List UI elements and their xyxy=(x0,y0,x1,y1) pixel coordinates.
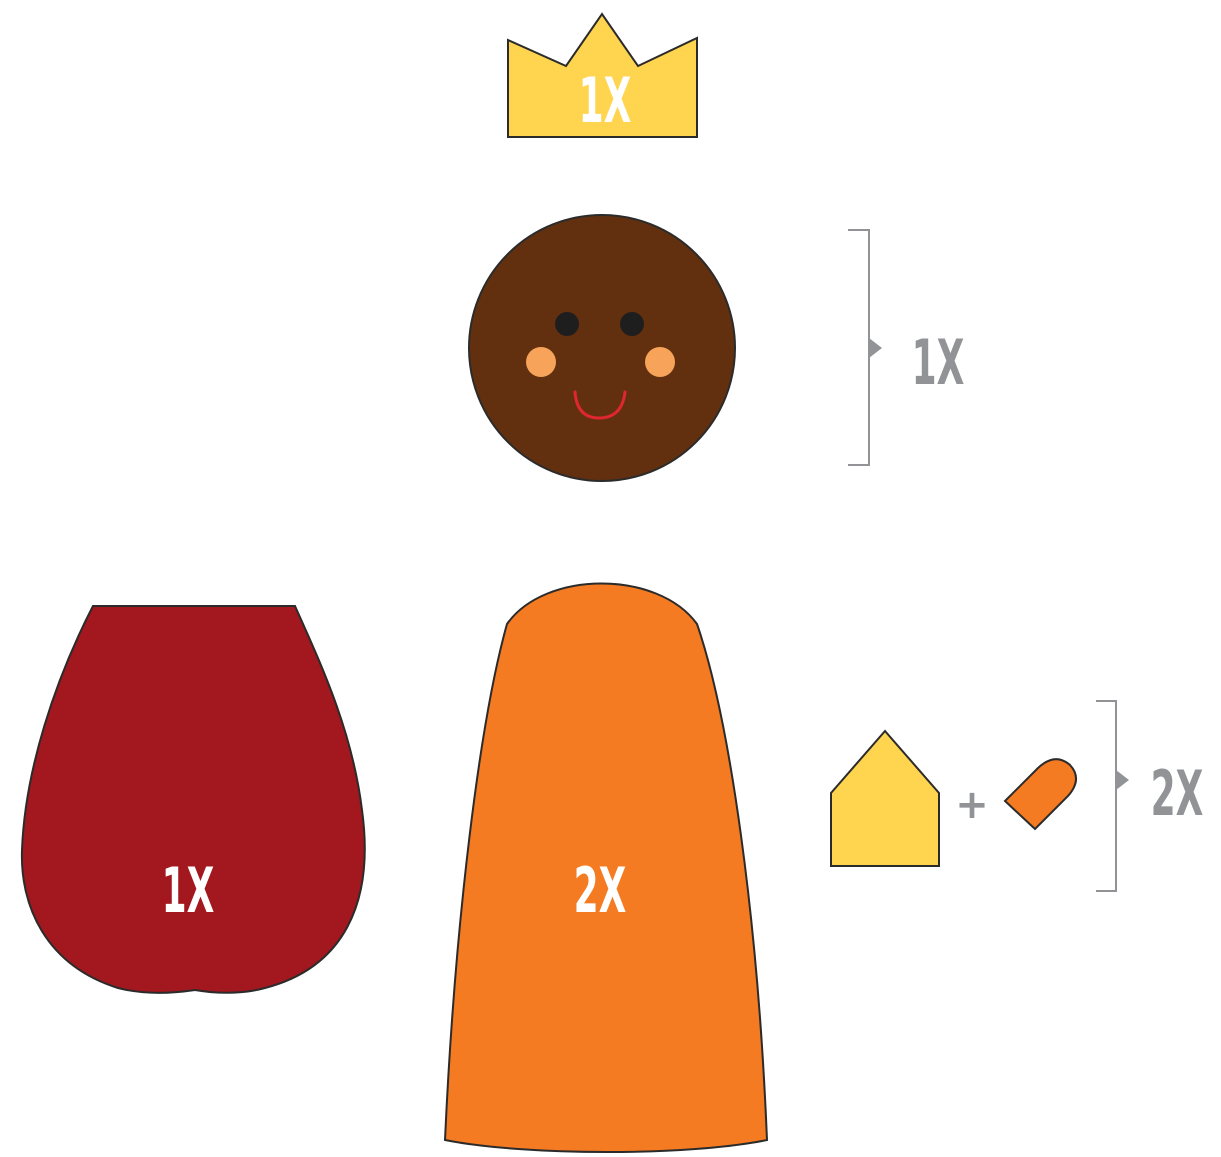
right-cheek xyxy=(645,347,675,377)
body-quantity-label: 2X xyxy=(574,855,627,927)
cape-shape xyxy=(22,606,365,993)
head-shape xyxy=(469,215,735,481)
head-piece xyxy=(469,215,735,481)
sleeve-shape xyxy=(831,731,939,866)
crown-piece: 1X xyxy=(508,14,697,137)
body-piece: 2X xyxy=(445,584,767,1153)
sleeve-and-hand-group: + xyxy=(831,731,1076,866)
crown-quantity-label: 1X xyxy=(579,65,632,137)
cape-piece: 1X xyxy=(22,606,365,993)
right-eye xyxy=(620,312,644,336)
bracket-line xyxy=(848,230,869,465)
plus-sign: + xyxy=(955,782,989,828)
cape-quantity-label: 1X xyxy=(162,855,215,927)
left-cheek xyxy=(526,347,556,377)
bracket-pointer xyxy=(1116,770,1129,790)
head-quantity-label: 1X xyxy=(912,327,965,399)
head-quantity-bracket: 1X xyxy=(848,230,964,465)
left-eye xyxy=(555,312,579,336)
hand-shape xyxy=(1005,759,1076,829)
sleeve-hand-quantity-bracket: 2X xyxy=(1096,701,1203,891)
sleeve-hand-quantity-label: 2X xyxy=(1151,758,1204,830)
bracket-line xyxy=(1096,701,1116,891)
bracket-pointer xyxy=(869,338,882,358)
